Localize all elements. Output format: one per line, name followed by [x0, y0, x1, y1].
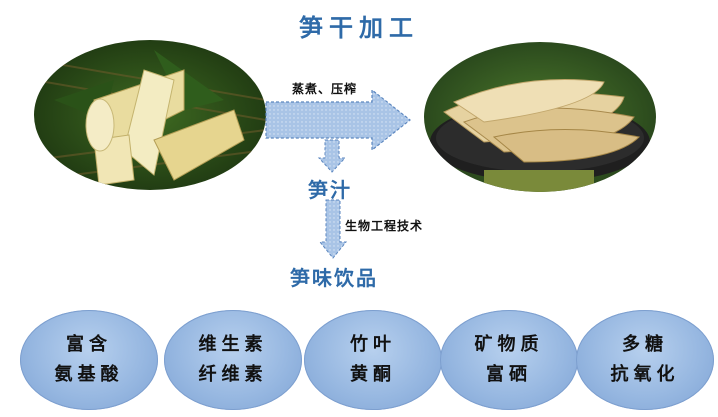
dried-bamboo-shoots-photo [424, 42, 656, 192]
nutrient-line2: 黄酮 [350, 364, 396, 385]
tech-label: 生物工程技术 [345, 219, 424, 233]
nutrient-bubble-flavonoids: 竹叶 黄酮 [304, 310, 442, 410]
nutrient-bubble-minerals: 矿物质 富硒 [440, 310, 578, 410]
nutrient-line2: 富硒 [486, 364, 532, 385]
nutrient-line2: 抗氧化 [610, 364, 680, 385]
nutrient-line1: 竹叶 [350, 334, 396, 355]
nutrient-line1: 多糖 [622, 334, 668, 355]
nutrient-line1: 富含 [66, 334, 112, 355]
juice-label: 笋汁 [308, 178, 352, 202]
nutrient-line1: 矿物质 [474, 334, 544, 355]
nutrient-bubble-vitamins: 维生素 纤维素 [164, 310, 302, 410]
nutrient-line2: 氨基酸 [54, 364, 124, 385]
nutrient-bubble-polysaccharides: 多糖 抗氧化 [576, 310, 714, 410]
juice-arrow [317, 139, 347, 173]
nutrient-line2: 纤维素 [198, 364, 268, 385]
fresh-bamboo-shoots-photo [34, 40, 266, 190]
process-arrow [265, 88, 411, 152]
nutrient-bubble-amino-acids: 富含 氨基酸 [20, 310, 158, 410]
diagram-title: 笋干加工 [299, 13, 419, 42]
drink-label: 笋味饮品 [290, 266, 378, 290]
nutrient-line1: 维生素 [198, 334, 268, 355]
process-label: 蒸煮、压榨 [292, 82, 358, 96]
drink-arrow [318, 199, 348, 259]
